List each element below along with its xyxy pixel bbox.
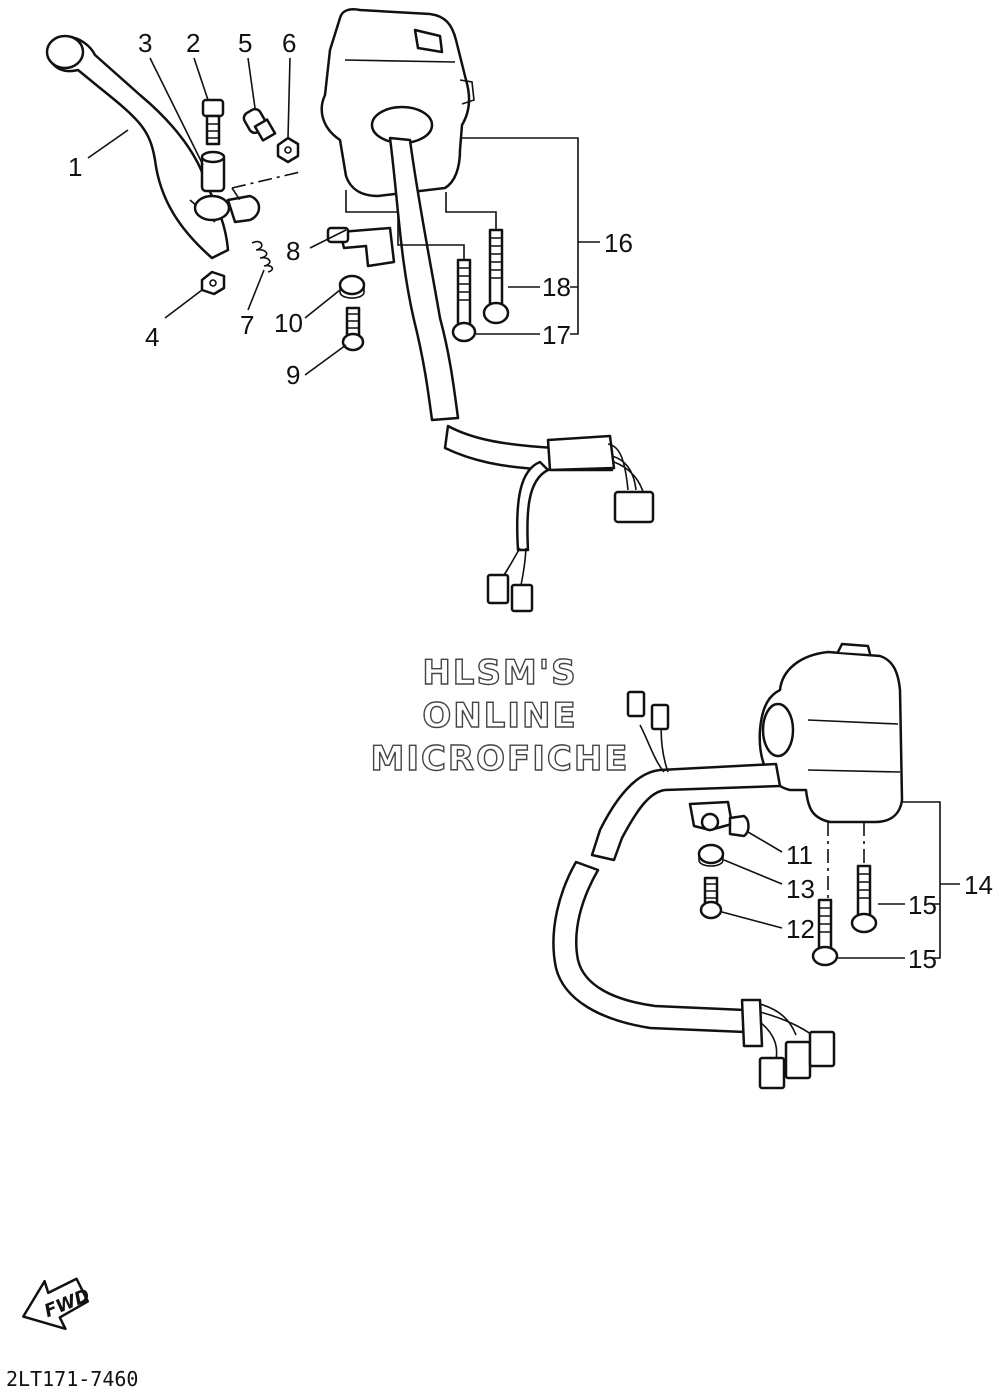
bracket-16 [462, 137, 600, 335]
forward-direction-arrow: FWD [22, 1277, 93, 1331]
callout-17: 17 [542, 320, 571, 350]
lever-bracket [193, 194, 261, 224]
screw-alignment-lines-left [345, 190, 497, 260]
lever-nut [200, 270, 226, 296]
left-switch-cable [388, 136, 655, 613]
watermark: HLSM'S ONLINE MICROFICHE [370, 652, 629, 779]
callout-2: 2 [186, 28, 200, 58]
leader-7 [247, 269, 265, 311]
callout-labels: 1 2 3 4 5 6 7 8 9 10 11 12 13 14 15 15 1… [68, 28, 993, 974]
left-handlebar-switch [320, 8, 475, 198]
leader-11 [747, 831, 783, 853]
adjust-nut [276, 136, 300, 164]
leader-6 [287, 57, 291, 139]
callout-16: 16 [604, 228, 633, 258]
pivot-bolt [201, 98, 225, 146]
front-brake-switch [688, 800, 750, 838]
watermark-line-3: MICROFICHE [370, 739, 629, 779]
right-housing-screw-front [811, 898, 839, 967]
bracket-14 [902, 801, 960, 959]
leader-10 [304, 289, 341, 319]
callout-14: 14 [964, 870, 993, 900]
diagram-code: 2LT171-7460 [6, 1367, 138, 1391]
lever [45, 34, 230, 260]
screw-alignment-lines-right [827, 822, 865, 898]
leader-3 [149, 57, 204, 166]
leader-2 [193, 57, 209, 101]
return-spring [251, 240, 274, 273]
callout-4: 4 [145, 322, 159, 352]
leader-1 [87, 129, 129, 159]
callout-6: 6 [282, 28, 296, 58]
callout-3: 3 [138, 28, 152, 58]
leader-9 [304, 344, 347, 376]
watermark-line-2: ONLINE [422, 696, 577, 736]
housing-screw-long [482, 228, 510, 325]
leader-12 [721, 911, 783, 929]
pivot-collar [200, 150, 226, 193]
leader-4 [164, 289, 203, 319]
callout-10: 10 [274, 308, 303, 338]
lever-alignment-line [231, 171, 301, 201]
callout-18: 18 [542, 272, 571, 302]
watermark-line-1: HLSM'S [422, 653, 577, 693]
leader-5 [247, 57, 256, 109]
callout-11: 11 [786, 840, 813, 870]
callout-5: 5 [238, 28, 252, 58]
callout-15a: 15 [908, 890, 937, 920]
clutch-switch [326, 226, 396, 268]
housing-screw-short [451, 258, 477, 343]
callout-13: 13 [786, 874, 815, 904]
switch-washer [338, 274, 366, 299]
right-housing-screw-rear [850, 864, 878, 934]
right-handlebar-switch [758, 642, 904, 824]
callout-8: 8 [286, 236, 300, 266]
adjust-screw [242, 107, 277, 142]
right-switch-cable [552, 690, 836, 1090]
callout-7: 7 [240, 310, 254, 340]
callout-1: 1 [68, 152, 82, 182]
leader-13 [723, 859, 783, 885]
switch-screw [341, 306, 365, 352]
brake-switch-washer [697, 843, 725, 867]
brake-switch-screw [699, 876, 723, 920]
callout-12: 12 [786, 914, 815, 944]
leader-8 [309, 229, 347, 249]
callout-15b: 15 [908, 944, 937, 974]
callout-9: 9 [286, 360, 300, 390]
